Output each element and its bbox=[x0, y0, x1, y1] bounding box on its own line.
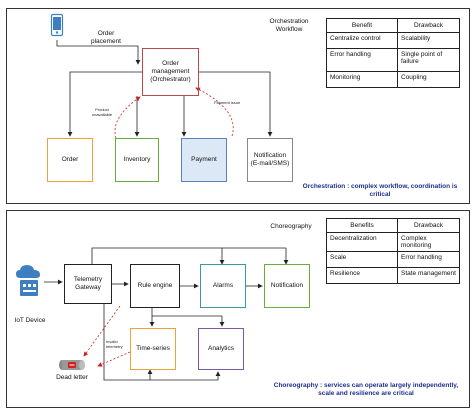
table-cell: Complex monitoring bbox=[397, 232, 460, 252]
rule-engine-box: Rule engine bbox=[130, 264, 180, 308]
table-header-benefits: Benefits bbox=[326, 218, 398, 233]
table-cell: Scale bbox=[326, 251, 398, 268]
choreography-caption: Choreography : services can operate larg… bbox=[273, 382, 459, 397]
table-cell: Scalability bbox=[397, 32, 460, 49]
table-cell: Error handling bbox=[397, 251, 460, 268]
phone-icon bbox=[50, 13, 64, 37]
order-service-box: Order bbox=[47, 138, 93, 182]
payment-issue-label: Payment issue bbox=[214, 100, 241, 105]
orchestrator-box: Order management (Orchestrator) bbox=[142, 48, 199, 96]
orchestration-title: Orchestration Workflow bbox=[269, 18, 309, 33]
table-row: Decentralization Complex monitoring bbox=[326, 232, 460, 252]
dashed-payment-issue bbox=[195, 87, 234, 137]
orchestration-caption: Orchestration : complex workflow, coordi… bbox=[302, 183, 458, 198]
dead-letter-icon bbox=[58, 358, 86, 370]
inventory-service-box: Inventory bbox=[115, 138, 159, 182]
invalid-telemetry-label: Invalid telemetry bbox=[106, 339, 123, 349]
notification-service-box: Notification (E-mail/SMS) bbox=[247, 138, 293, 182]
table-row: Scale Error handling bbox=[326, 251, 460, 268]
choreography-title: Choreography bbox=[270, 223, 312, 230]
table-cell: Resilience bbox=[326, 267, 398, 284]
dashed-product-unavailable bbox=[114, 96, 141, 139]
arrow-phone-to-orchestrator bbox=[56, 40, 141, 65]
choreography-table: Benefits Drawback Decentralization Compl… bbox=[326, 218, 460, 284]
dashed-timeseries-to-dead-letter bbox=[97, 351, 131, 367]
iot-device-label: IoT Device bbox=[14, 317, 46, 324]
table-row: Monitoring Coupling bbox=[326, 71, 460, 88]
time-series-box: Time-series bbox=[130, 328, 176, 370]
telemetry-gateway-box: Telemetry Gateway bbox=[64, 264, 112, 304]
product-unavailable-label: Product unavailable bbox=[91, 107, 113, 117]
table-row: Resilience State management bbox=[326, 267, 460, 284]
iot-device-icon bbox=[14, 264, 44, 300]
alarms-box: Alarms bbox=[200, 264, 246, 308]
dead-letter-label: Dead letter bbox=[56, 374, 88, 381]
choreography-notification-box: Notification bbox=[264, 264, 310, 308]
order-placement-label: Order placement bbox=[91, 30, 121, 45]
arrow-bus-to-analytics-bottom bbox=[150, 371, 221, 381]
table-cell: Decentralization bbox=[326, 232, 398, 252]
table-cell: Monitoring bbox=[326, 71, 398, 88]
bus-telemetry-top bbox=[91, 247, 286, 264]
analytics-box: Analytics bbox=[198, 328, 244, 370]
table-cell: State management bbox=[397, 267, 460, 284]
table-row: Centralize control Scalability bbox=[326, 32, 460, 49]
arrow-telemetry-to-timeseries bbox=[103, 304, 153, 381]
table-header-drawback: Drawback bbox=[397, 218, 460, 233]
table-cell: Coupling bbox=[397, 71, 460, 88]
arrow-orchestrator-to-order bbox=[67, 71, 142, 137]
arrow-orchestrator-to-notification bbox=[199, 71, 273, 137]
payment-service-box: Payment bbox=[181, 138, 227, 182]
orchestration-table: Benefit Drawback Centralize control Scal… bbox=[326, 18, 460, 88]
